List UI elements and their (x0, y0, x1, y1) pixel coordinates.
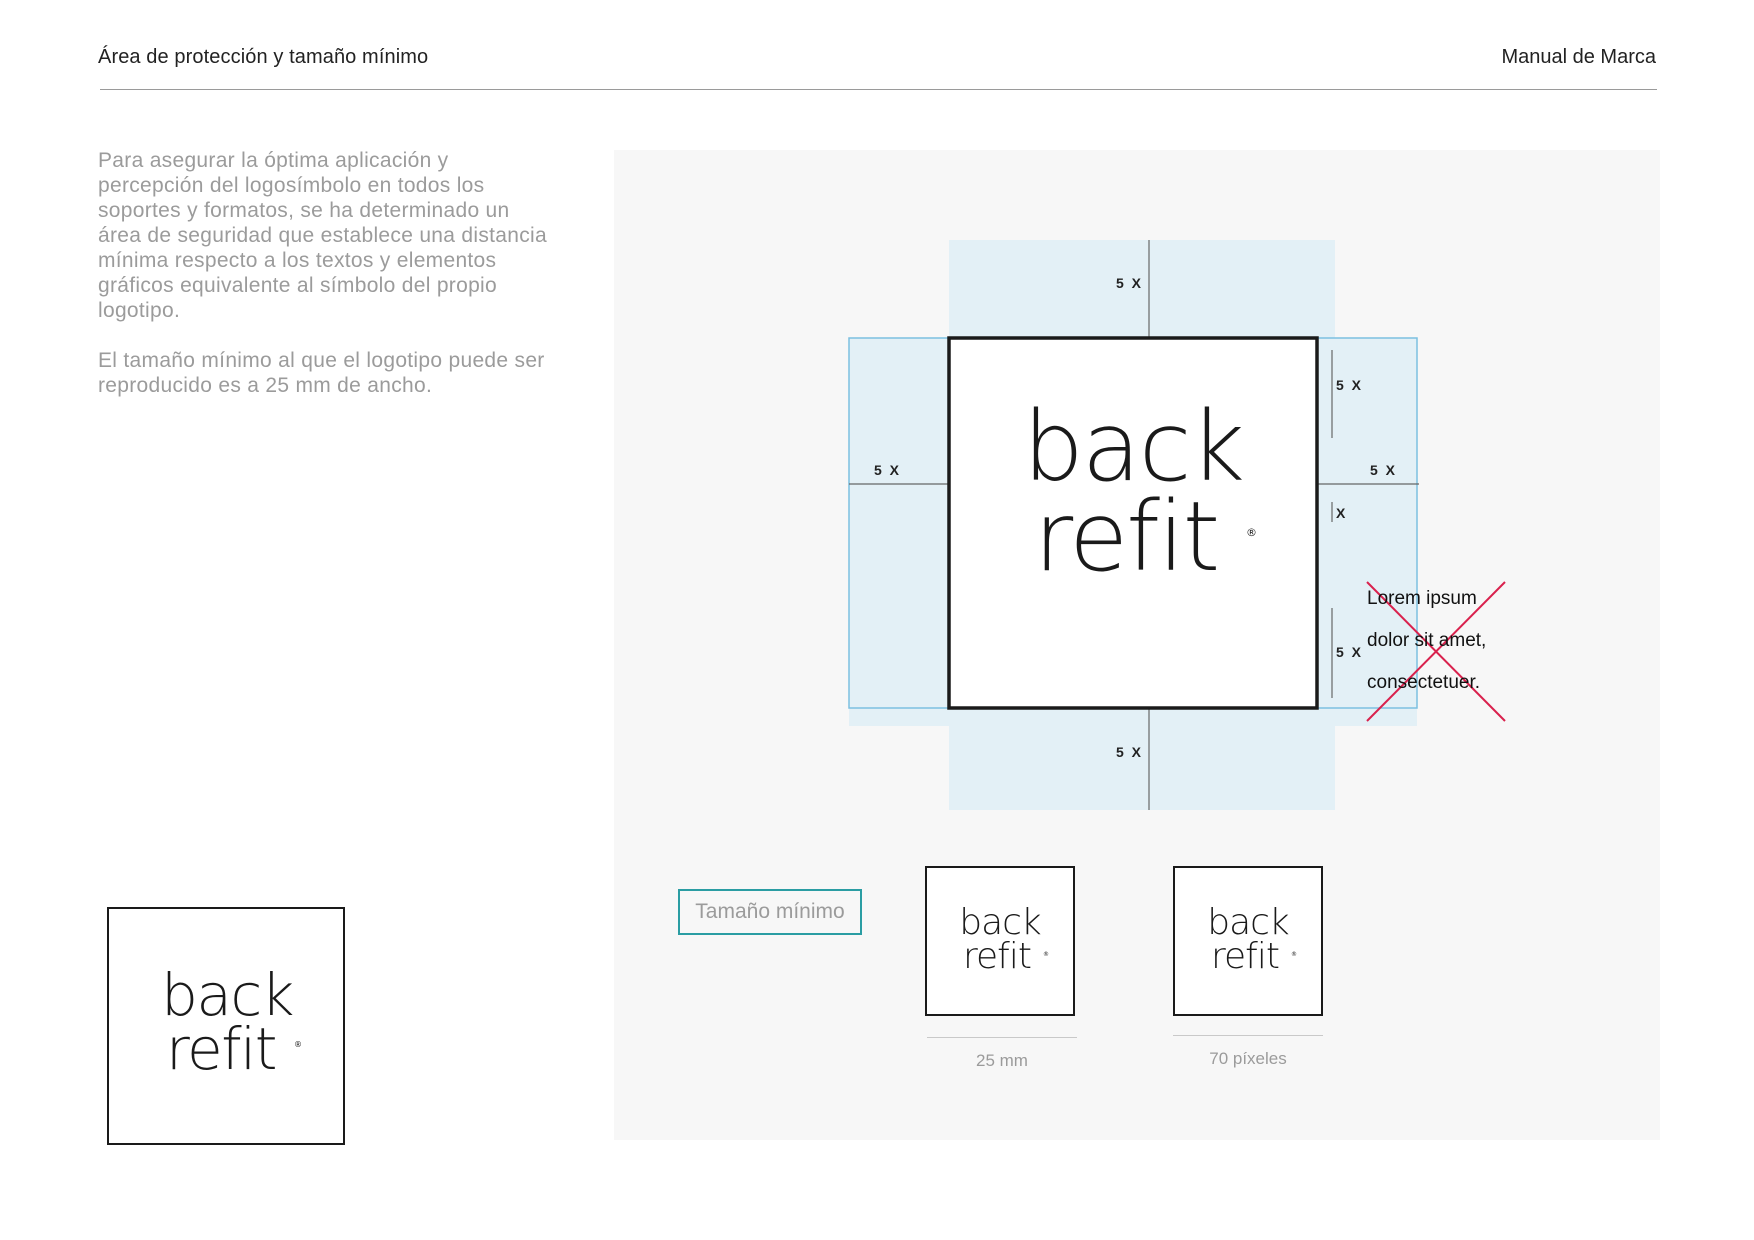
measure-label-left: 5 X (874, 462, 902, 478)
manual-title: Manual de Marca (1501, 46, 1656, 68)
min-size-logo-print: back refit ® (925, 866, 1075, 1016)
svg-text:®: ® (1043, 951, 1049, 958)
min-size-logo-screen-mark: back refit ® (1207, 902, 1297, 977)
invalid-text-example: Lorem ipsum dolor sit amet, consectetuer… (1367, 578, 1547, 704)
intro-paragraph-1: Para asegurar la óptima aplicación y per… (98, 149, 547, 322)
svg-text:back: back (1207, 902, 1289, 943)
print-size-caption: 25 mm (976, 1051, 1028, 1070)
svg-text:refit: refit (963, 936, 1031, 977)
measure-label-right-lower: 5 X (1336, 644, 1364, 660)
svg-text:refit: refit (1211, 936, 1279, 977)
invalid-text-line-1: Lorem ipsum (1367, 588, 1477, 609)
svg-text:refit: refit (166, 1015, 276, 1083)
main-logo-registered: ® (1246, 526, 1257, 539)
protection-area-panel: back refit ® (614, 150, 1660, 1140)
safe-area-left (849, 338, 949, 726)
screen-caption-rule (1173, 1035, 1323, 1036)
safe-area-top (949, 240, 1335, 338)
measure-label-right: 5 X (1370, 462, 1398, 478)
svg-text:back: back (161, 961, 293, 1029)
protection-area-diagram: back refit ® (848, 240, 1506, 810)
corner-logo-mark: back refit ® (161, 961, 302, 1083)
safe-area-right (1317, 338, 1417, 726)
header-divider (100, 89, 1657, 90)
intro-paragraph-2: El tamaño mínimo al que el logotipo pued… (98, 349, 545, 397)
minimum-size-label: Tamaño mínimo (678, 889, 862, 935)
safe-area-bottom (949, 708, 1335, 810)
min-size-logo-screen: back refit ® (1173, 866, 1323, 1016)
svg-text:®: ® (1291, 951, 1297, 958)
measure-label-top: 5 X (1116, 275, 1144, 291)
intro-text: Para asegurar la óptima aplicación y per… (98, 148, 548, 423)
print-caption-rule (927, 1037, 1077, 1038)
svg-text:®: ® (294, 1040, 302, 1049)
main-logo-frame (947, 336, 1319, 710)
screen-size-caption: 70 píxeles (1209, 1049, 1287, 1068)
measure-label-bottom: 5 X (1116, 744, 1144, 760)
main-logo-line-1: back (1023, 391, 1243, 503)
min-size-logo-print-mark: back refit ® (959, 902, 1049, 977)
invalid-cross-line-b (1366, 581, 1506, 722)
invalid-text-line-3: consectetuer. (1367, 672, 1481, 693)
corner-logo: back refit ® (107, 907, 345, 1145)
main-logo-line-2: refit (1034, 481, 1219, 593)
section-title: Área de protección y tamaño mínimo (98, 46, 429, 68)
invalid-text-line-2: dolor sit amet, (1367, 630, 1487, 651)
svg-text:back: back (959, 902, 1041, 943)
measure-label-right-upper: 5 X (1336, 377, 1364, 393)
measure-label-unit: X (1336, 505, 1348, 521)
